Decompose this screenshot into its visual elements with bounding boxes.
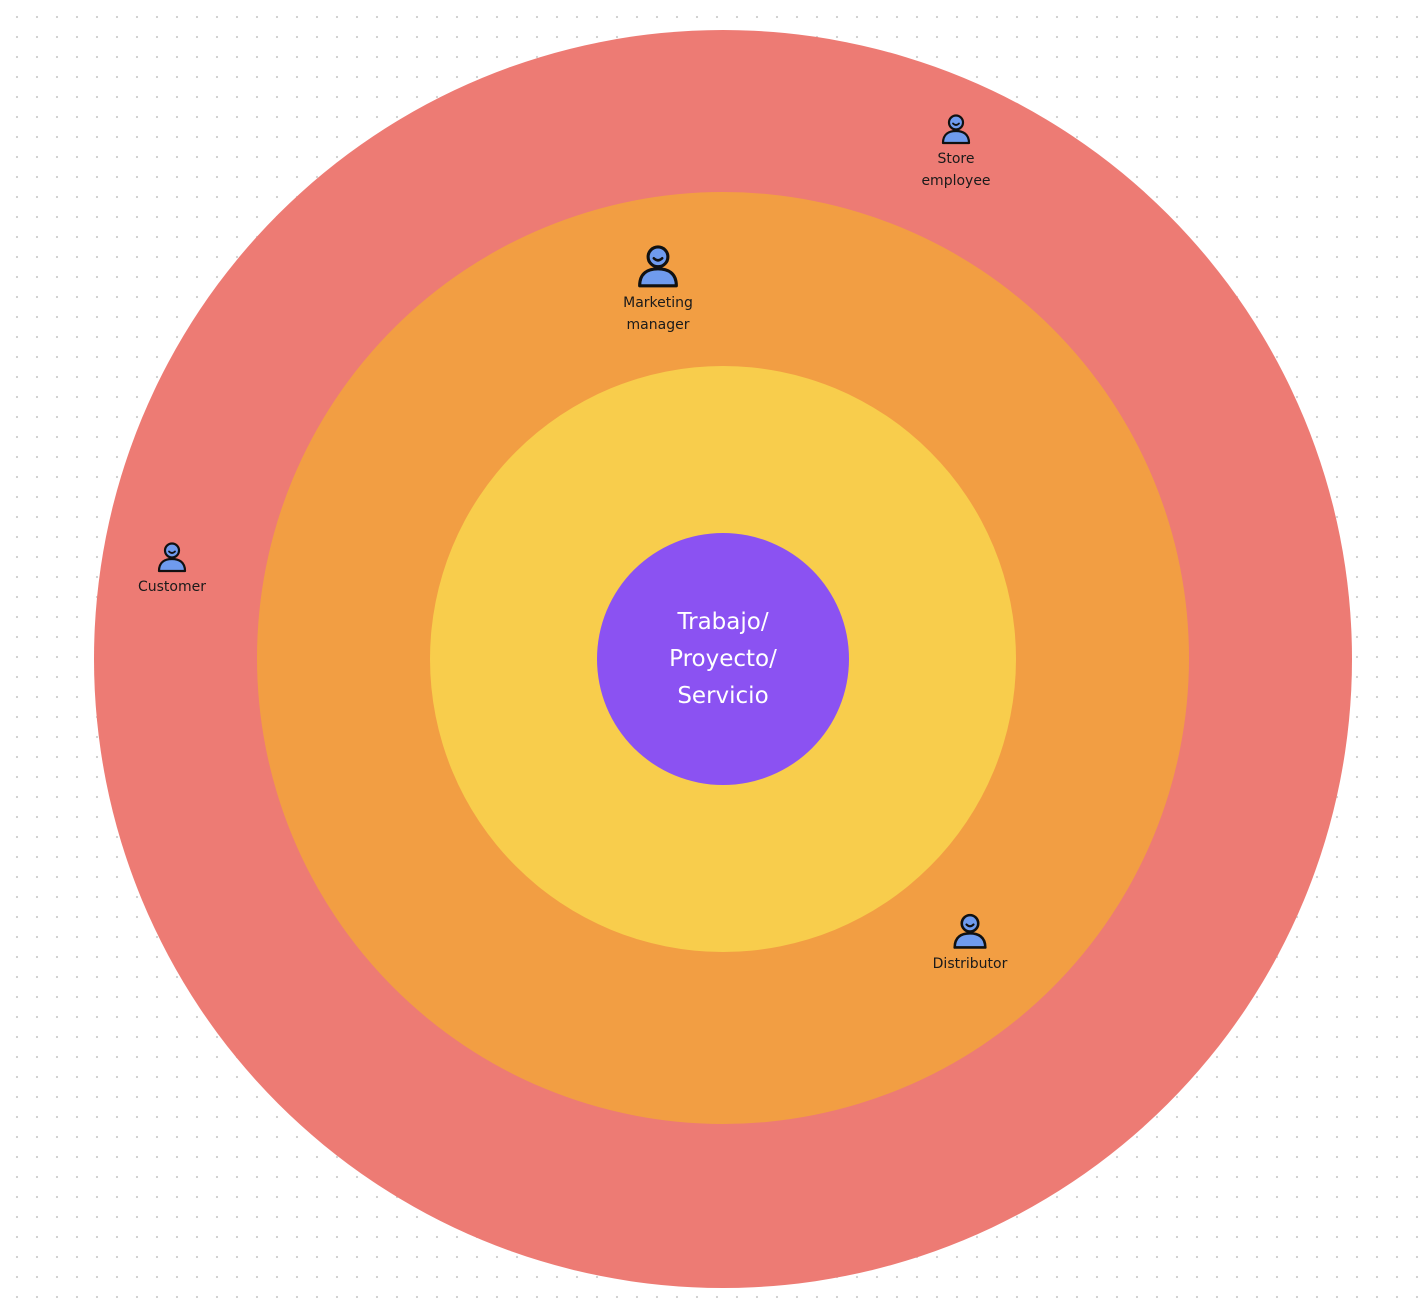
persona-label: Customer <box>137 579 206 595</box>
person-icon <box>953 913 987 949</box>
persona-store-employee[interactable]: Store employee <box>896 112 1016 192</box>
center-circle[interactable]: Trabajo/ Proyecto/ Servicio <box>597 533 849 785</box>
person-icon <box>157 542 187 573</box>
center-label: Trabajo/ Proyecto/ Servicio <box>669 608 777 709</box>
persona-label: Store employee <box>921 151 991 189</box>
person-icon <box>941 114 971 145</box>
persona-label: Distributor <box>932 956 1008 972</box>
person-icon <box>638 245 678 288</box>
persona-customer[interactable]: Customer <box>112 540 232 598</box>
persona-distributor[interactable]: Distributor <box>910 911 1030 975</box>
persona-label: Marketing manager <box>623 295 693 333</box>
persona-marketing-manager[interactable]: Marketing manager <box>598 242 718 336</box>
